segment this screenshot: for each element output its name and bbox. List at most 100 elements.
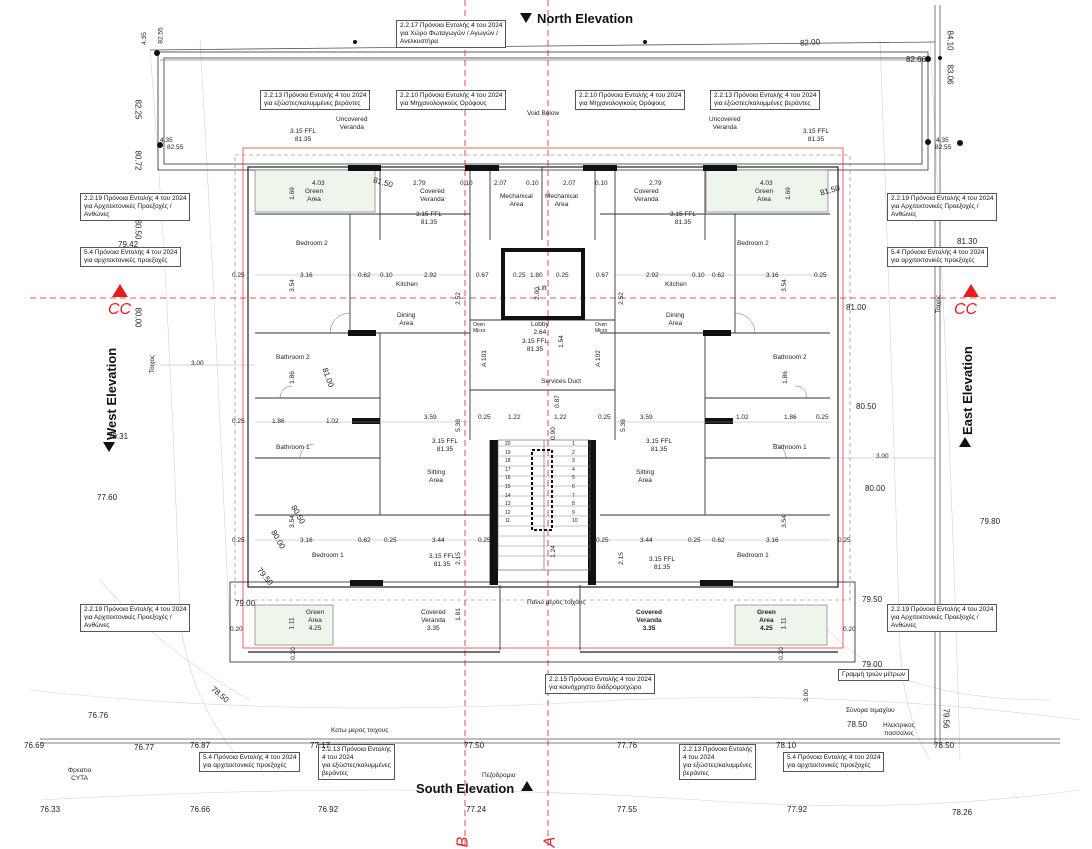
site-contours [29, 39, 1081, 806]
room-dining-west: Dining Area [397, 312, 416, 327]
dim-0-67-e: 0.67 [596, 272, 609, 279]
note-boundary: Σύνορα τεμαχίου [843, 706, 898, 716]
stair-number: 4 [572, 466, 575, 473]
section-cc-east-label: CC [954, 301, 978, 318]
setback-lines [30, 0, 1060, 849]
level-79-56: 79.56 [941, 708, 951, 729]
room-green-area-ne: Green Area [755, 188, 774, 203]
label-toixos-west: Τοιχος [149, 354, 157, 374]
level-76-77: 76.77 [134, 743, 155, 752]
level-82-55-b: 82.55 [167, 144, 184, 151]
dim-1-69-e: 1.69 [784, 187, 792, 200]
section-cc-west-label: CC [108, 301, 132, 318]
room-bedroom2-east: Bedroom 2 [737, 240, 769, 247]
dim-3-54-w: 3.54 [288, 279, 296, 292]
stair-number: 6 [572, 484, 575, 490]
dim-0-25-w4: 0.25 [232, 537, 245, 544]
room-covered-veranda-nw: Covered Veranda [420, 188, 445, 203]
dim-2-00: 2.00 [533, 287, 541, 300]
level-82-00: 82.00 [799, 37, 821, 48]
dim-3-16-e: 3.16 [766, 272, 779, 279]
dim-2-92-w: 2.92 [424, 272, 437, 279]
dimension-lines [160, 274, 935, 541]
dim-1-86-w1: 1.86 [288, 371, 296, 384]
dim-0-10-e: 0.10 [692, 272, 705, 279]
stair-number: 7 [572, 492, 575, 499]
dim-3-00-s: 3.00 [802, 689, 810, 702]
dim-3-59-w: 3.59 [424, 414, 437, 421]
level-79-80: 79.80 [980, 517, 1001, 526]
dim-0-25-e4: 0.25 [838, 537, 851, 544]
dim-0-25-w5: 0.25 [384, 537, 397, 544]
dim-0-62-e: 0.62 [712, 272, 725, 279]
note-ne-veranda: 2.2.13 Πρόνοια Εντολής 4 του 2024 για εξ… [710, 90, 821, 110]
level-79-00-sw: 79.00 [235, 599, 256, 608]
dim-1-86-w2: 1.86 [272, 418, 285, 425]
dim-3-16-w: 3.16 [300, 272, 313, 279]
level-78-50-se: 78.50 [847, 720, 868, 729]
ffl-sitting-west: 3.15 FFL 81.35 [432, 438, 459, 453]
section-b-label: B [454, 836, 472, 848]
room-lobby: Lobby 2.64 [531, 321, 549, 336]
level-77-76: 77.76 [617, 741, 638, 750]
dim-4-35-e: 4.35 [936, 137, 949, 144]
label-ilektrikos: Ηλεκτρικος πασσαλος [883, 722, 915, 737]
stair-steps [498, 445, 590, 557]
room-oven-west: Oven Micro [473, 322, 486, 334]
dim-1-22-w: 1.22 [508, 414, 521, 421]
dim-2-92-e: 2.92 [646, 272, 659, 279]
note-n-mech-left: 2.2.10 Πρόνοια Εντολής 4 του 2024 για Μη… [396, 90, 507, 110]
dim-3-00-e: 3.00 [876, 453, 889, 460]
stair-number: 3 [572, 458, 575, 465]
level-80-00-w: 80.00 [133, 307, 143, 328]
dim-2-15-w: 2.15 [454, 552, 462, 565]
stair-number: 12 [505, 509, 511, 516]
dim-0-25-e5: 0.25 [688, 537, 701, 544]
dim-0-20-sw: 0.20 [289, 647, 297, 660]
dim-1-80: 1.80 [530, 272, 543, 279]
dim-4-35-nw: 4.35 [140, 32, 148, 45]
three-meter-line [242, 147, 844, 649]
dim-0-87: 0.87 [553, 395, 561, 408]
dim-0-10-b: 0.10 [526, 180, 539, 187]
east-elevation-label: East Elevation [960, 346, 975, 435]
dim-3-54-e: 3.54 [780, 279, 788, 292]
level-82-25: 82.25 [133, 99, 143, 120]
dim-0-62-w: 0.62 [358, 272, 371, 279]
wall-blocks [348, 165, 737, 586]
room-oven-east: Oven Micro [595, 322, 608, 334]
dim-0-25-e1: 0.25 [814, 272, 827, 279]
dim-0-20-w: 0.20 [230, 626, 243, 633]
ffl-ne-covered: 3.15 FFL 81.35 [670, 211, 697, 226]
dim-3-44-e: 3.44 [640, 537, 653, 544]
room-lift: Lift [538, 285, 547, 292]
label-pano-meros: Πανω μερος τοίχους [527, 599, 586, 606]
room-covered-veranda-ne: Covered Veranda [634, 188, 659, 203]
green-areas [254, 169, 829, 646]
level-80-50-w: 80.50 [133, 219, 143, 240]
dim-0-25-lw: 0.25 [513, 272, 526, 279]
note-nw-veranda: 2.2.13 Πρόνοια Εντολής 4 του 2024 για εξ… [260, 90, 371, 110]
dim-0-25-le: 0.25 [556, 272, 569, 279]
dim-1-02-e: 1.02 [736, 414, 749, 421]
dim-0-25-w2: 0.25 [232, 418, 245, 425]
level-80-72: 80.72 [133, 150, 143, 171]
note-s-veranda-right: 2.2.13 Πρόνοια Εντολής 4 του 2024 για εξ… [679, 744, 757, 780]
room-green-area-se: Green Area 4.25 [757, 609, 776, 632]
level-76-69: 76.69 [24, 741, 45, 750]
note-se-arch-proj: 2.2.19 Πρόνοια Εντολής 4 του 2024 για Αρ… [887, 604, 998, 632]
room-uncovered-veranda-east: Uncovered Veranda [709, 116, 741, 131]
note-s-arch-left: 5.4 Πρόνοια Εντολής 4 του 2024 για αρχιτ… [199, 752, 301, 772]
south-elevation-label: South Elevation [416, 781, 515, 796]
room-kitchen-east: Kitchen [665, 281, 687, 288]
stair-number: 15 [505, 484, 511, 490]
room-bathroom2-west: Bathroom 2 [276, 354, 310, 361]
room-mechanical-nw: Mechanical Area [500, 193, 533, 208]
dim-2-79-w: 2.79 [413, 180, 426, 187]
stair-number: 18 [505, 458, 511, 465]
ffl-sitting-east: 3.15 FFL 81.35 [646, 438, 673, 453]
stair-number: 9 [572, 509, 575, 516]
dim-0-62-w2: 0.62 [358, 537, 371, 544]
stair-number: 5 [572, 475, 575, 482]
